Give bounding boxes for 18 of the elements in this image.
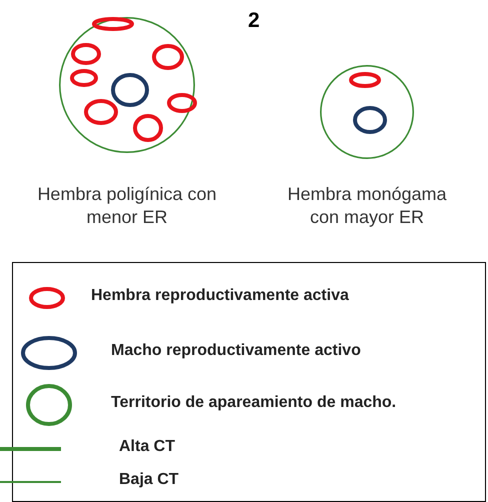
female-ellipse (70, 69, 98, 87)
node-label: Hembra poligínica con menor ER (37, 183, 217, 229)
legend-label: Macho reproductivamente activo (111, 342, 361, 360)
legend-label: Territorio de apareamiento de macho. (111, 394, 396, 412)
female-ellipse (92, 17, 134, 31)
panel-number: 2 (248, 9, 260, 33)
male-ellipse (111, 73, 149, 107)
node-label: Hembra monógama con mayor ER (286, 183, 448, 229)
legend-label: Hembra reproductivamente activa (91, 287, 349, 305)
legend-label: Alta CT (119, 438, 175, 456)
female-ellipse (71, 43, 101, 65)
female-ellipse (84, 99, 118, 125)
female-ellipse (133, 114, 163, 142)
male-ellipse (353, 106, 387, 134)
female-ellipse (152, 44, 184, 70)
female-ellipse (167, 93, 197, 113)
female-ellipse (349, 72, 381, 88)
legend-label: Baja CT (119, 471, 179, 489)
